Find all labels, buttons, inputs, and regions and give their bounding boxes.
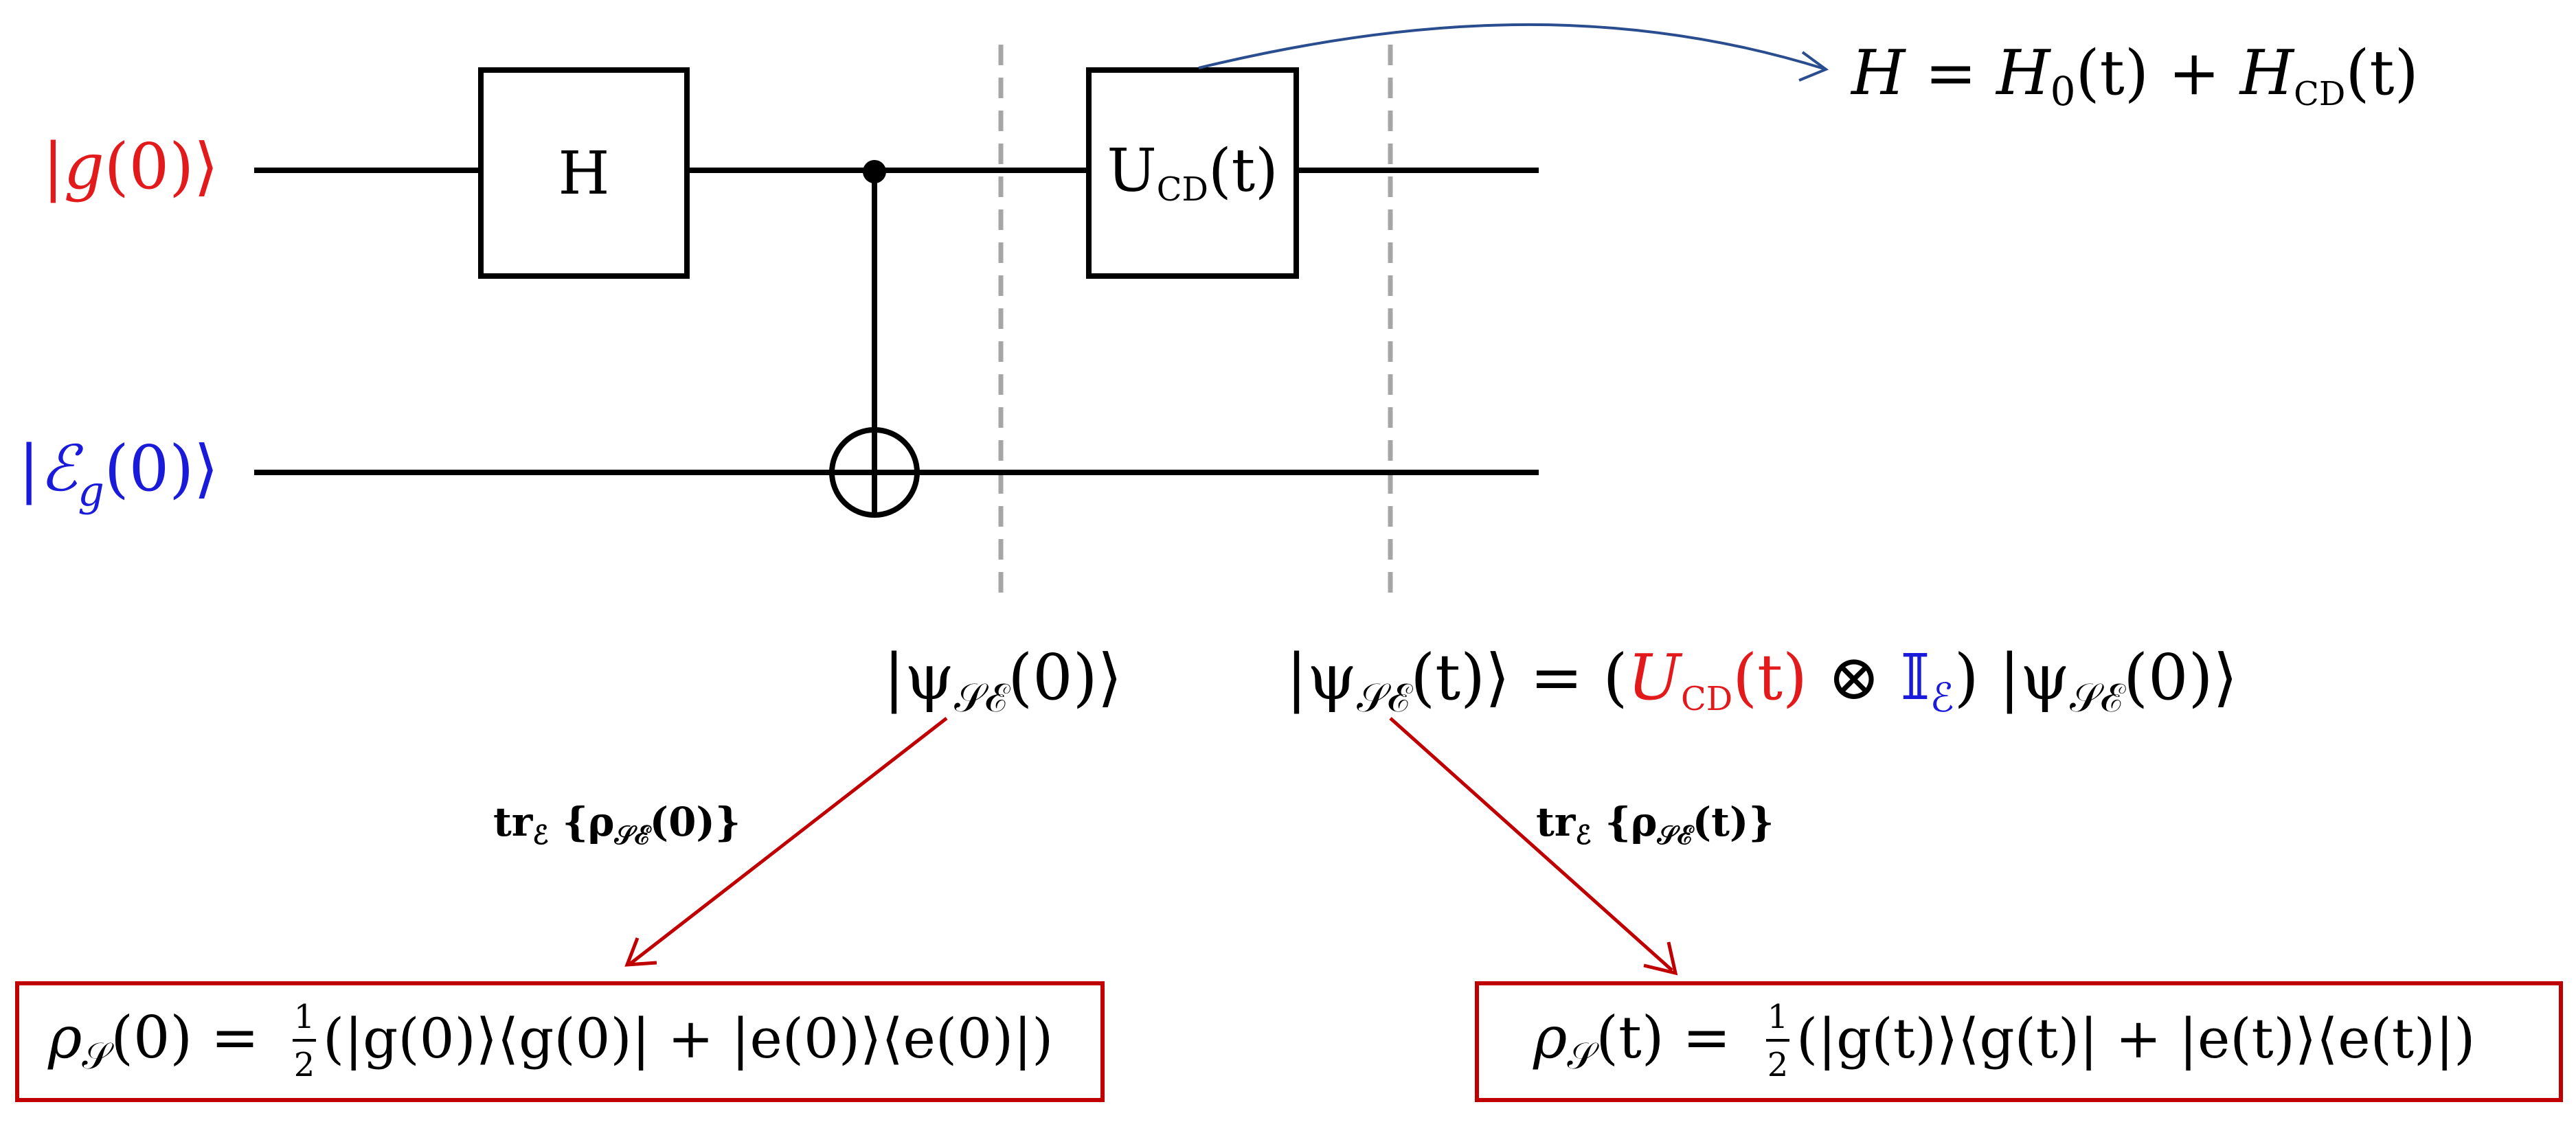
trace-arrow-right <box>1389 717 1673 972</box>
evolved-joint-state: |ψ𝒮ℰ(t)⟩ = (UCD(t) ⊗ 𝕀ℰ) |ψ𝒮ℰ(0)⟩ <box>1286 641 2237 721</box>
partial-trace-label-right: trℰ {ρ𝒮ℰ(t)} <box>1536 799 1774 850</box>
initial-joint-state: |ψ𝒮ℰ(0)⟩ <box>883 641 1122 721</box>
reduced-state-initial: ρ𝒮(0) = <box>47 1004 259 1077</box>
hadamard-gate-box <box>478 67 690 279</box>
hadamard-gate-label: H <box>558 139 610 208</box>
fraction-initial: 1 2 <box>293 998 316 1084</box>
evolution-gate-box <box>1086 67 1299 279</box>
cnot-control-dot <box>863 160 886 183</box>
svg-text:1: 1 <box>1767 998 1789 1036</box>
reduced-state-evolved-body: (|g(t)⟩⟨g(t)| + |e(t)⟩⟨e(t)|) <box>1796 1007 2475 1071</box>
system-qubit-label: |g(0)⟩ <box>43 130 218 203</box>
reduced-state-box-evolved <box>1475 981 2563 1102</box>
hamiltonian-formula: H = H0(t) + HCD(t) <box>1850 37 2419 115</box>
reduced-state-evolved: ρ𝒮(t) = <box>1533 1004 1731 1077</box>
evolution-gate-label: UCD(t) <box>1107 137 1278 209</box>
svg-text:1: 1 <box>294 998 315 1036</box>
trace-arrowhead-left <box>624 937 657 967</box>
reduced-state-box-initial <box>15 981 1105 1102</box>
trace-arrowhead-right <box>1643 941 1678 976</box>
reduced-state-initial-body: (|g(0)⟩⟨g(0)| + |e(0)⟩⟨e(0)|) <box>323 1007 1053 1071</box>
svg-text:2: 2 <box>1767 1046 1789 1084</box>
partial-trace-label-left: trℰ {ρ𝒮ℰ(0)} <box>493 799 741 850</box>
svg-text:2: 2 <box>294 1046 315 1084</box>
hamiltonian-arrowhead <box>1798 51 1829 82</box>
hamiltonian-arrow <box>1198 23 1824 70</box>
environment-qubit-label: |ℰg(0)⟩ <box>19 432 218 516</box>
trace-arrow-left <box>629 717 948 965</box>
fraction-evolved: 1 2 <box>1766 998 1789 1084</box>
